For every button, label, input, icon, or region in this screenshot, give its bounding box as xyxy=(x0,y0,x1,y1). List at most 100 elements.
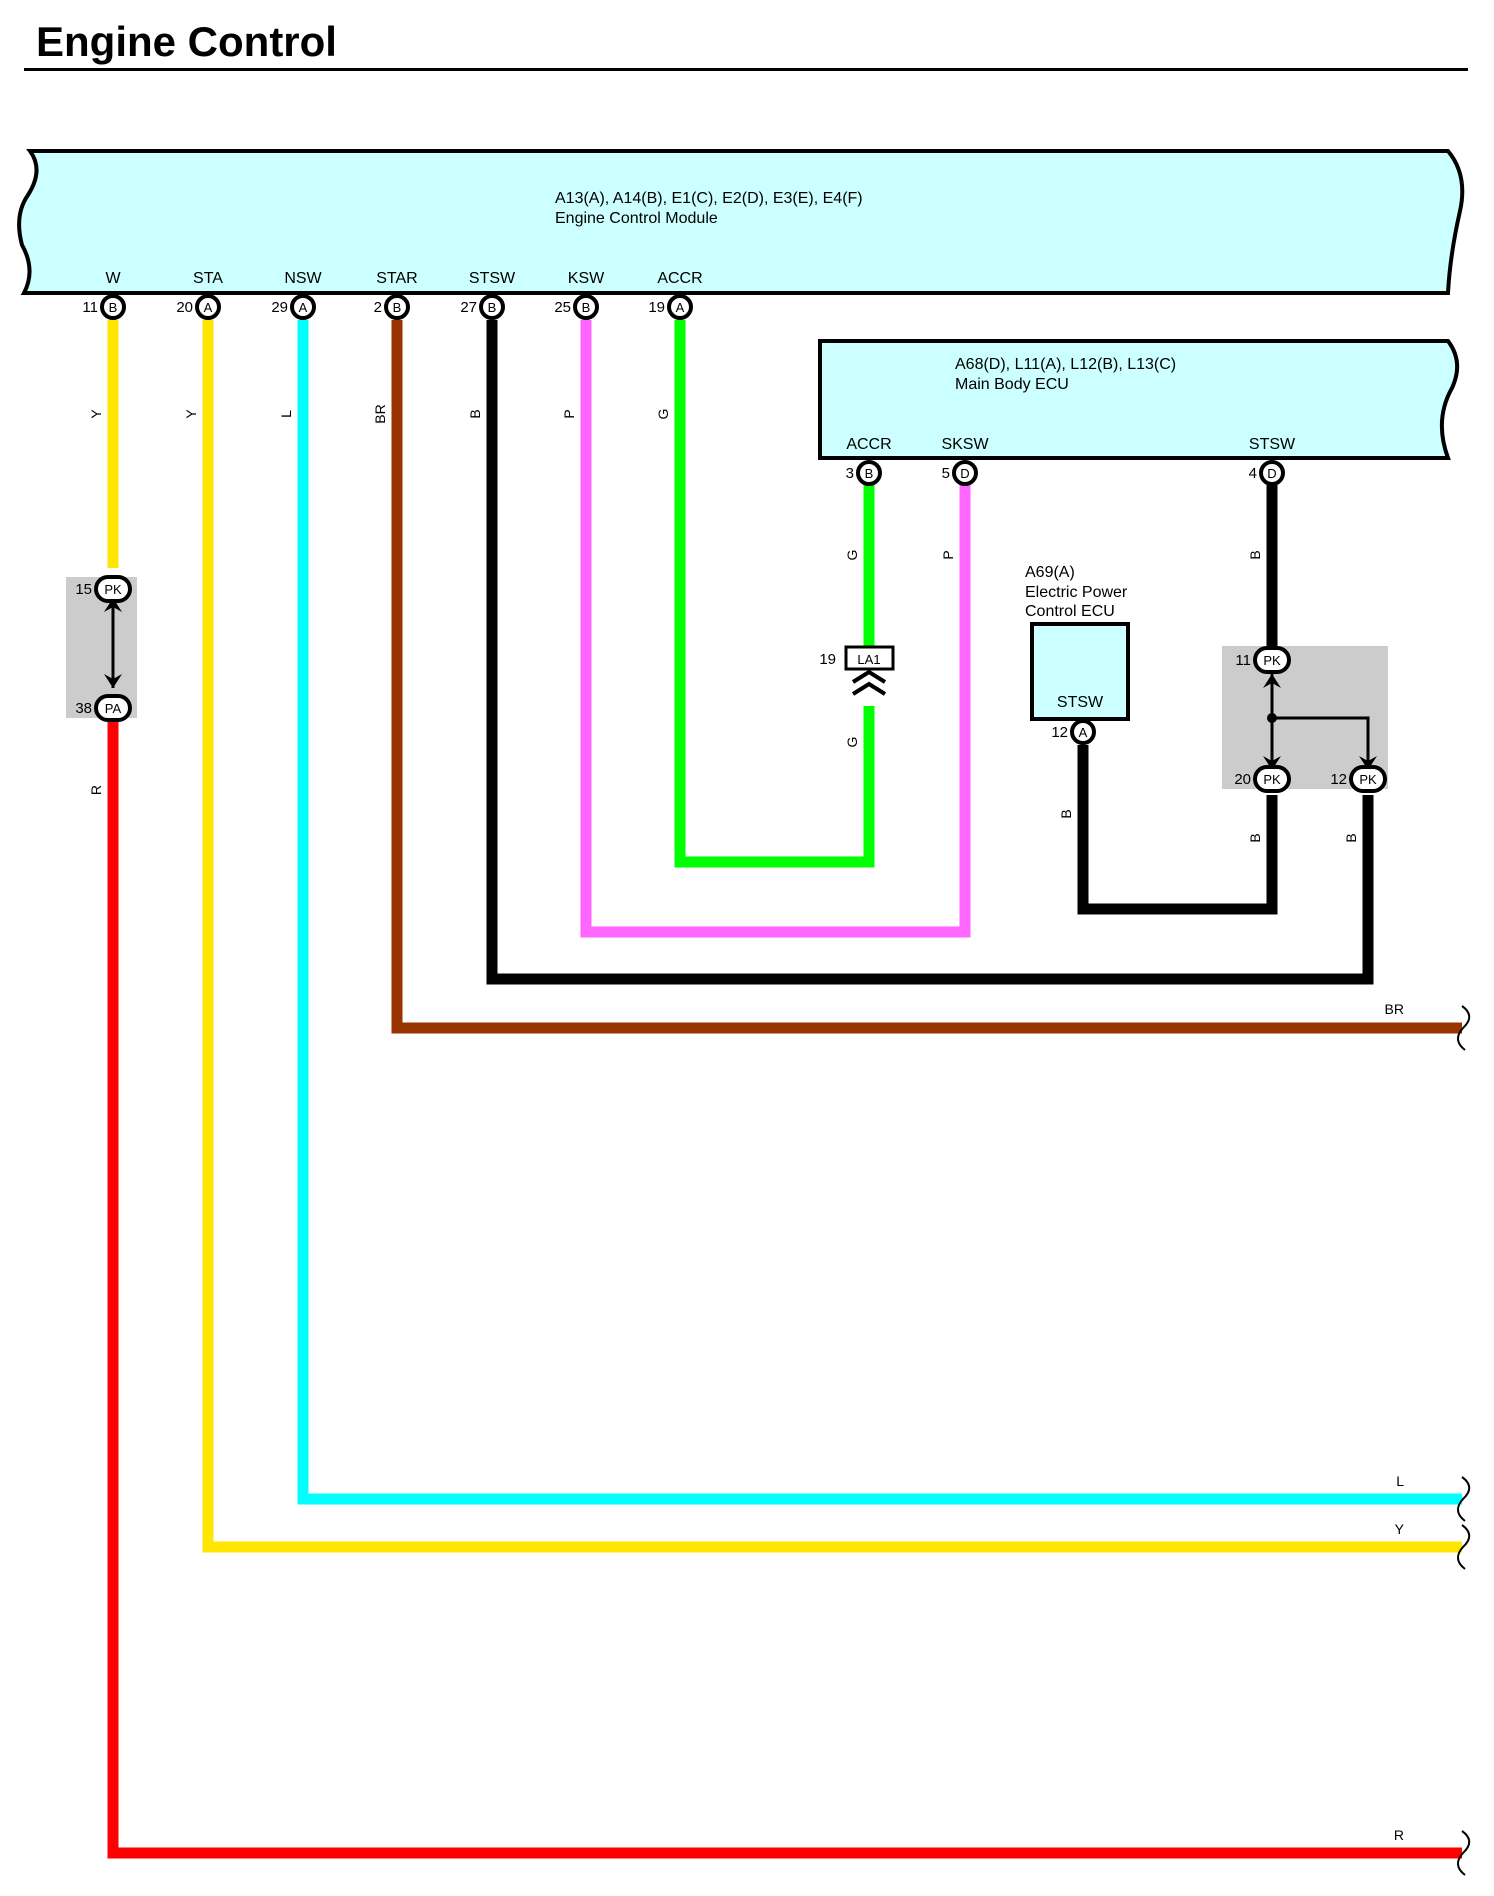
pin-number: 29 xyxy=(271,299,288,316)
pin-number: 20 xyxy=(176,299,193,316)
eps-ecu-name-line1: Electric Power xyxy=(1025,584,1128,601)
pin-label: STA xyxy=(193,270,223,287)
wire-code-label: B xyxy=(1247,833,1263,842)
arrow-down-icon xyxy=(1359,756,1377,770)
wire-code-label: Y xyxy=(183,409,199,419)
la1-name: LA1 xyxy=(857,652,880,667)
main-body-ecu: A68(D), L11(A), L12(B), L13(C) Main Body… xyxy=(818,339,1460,460)
chevron-up-icon xyxy=(851,681,887,696)
junction-right-top: PK 11 xyxy=(1235,646,1291,674)
break-mark-y xyxy=(1457,1524,1471,1570)
wire-code-label: G xyxy=(844,550,860,561)
pin-number: 20 xyxy=(1234,771,1251,788)
main-body-ecu-name: Main Body ECU xyxy=(955,376,1069,393)
pin-number: 38 xyxy=(75,700,92,717)
connector-badge xyxy=(573,294,599,320)
connector-badge xyxy=(1259,460,1285,486)
pin-number: 11 xyxy=(1235,652,1251,669)
wire-star-brown xyxy=(391,320,1462,1034)
wire-code-label: L xyxy=(278,410,294,418)
pin-label: ACCR xyxy=(846,436,891,453)
ecm-pin-nsw: A 29 NSW xyxy=(271,270,323,320)
arrow-up-icon xyxy=(1263,674,1281,688)
wire-code-label: P xyxy=(940,550,956,559)
wire-code-label: B xyxy=(1247,550,1263,559)
pin-number: 5 xyxy=(942,465,950,482)
connector-code: PA xyxy=(105,701,122,716)
eps-ecu-pin-stsw: A 12 xyxy=(1051,719,1096,745)
arrow-up-icon xyxy=(104,598,122,612)
break-mark-r xyxy=(1457,1830,1471,1876)
pin-label: W xyxy=(105,270,121,287)
ecm-codes: A13(A), A14(B), E1(C), E2(D), E3(E), E4(… xyxy=(555,190,863,207)
pin-label: STAR xyxy=(376,270,417,287)
connector-badge xyxy=(667,294,693,320)
wire-nsw-cyan xyxy=(297,320,1462,1505)
break-mark-br xyxy=(1457,1005,1471,1051)
wire-stsw-black xyxy=(486,320,1374,985)
wires xyxy=(107,320,1462,1859)
wire-code-label: BR xyxy=(1385,1001,1404,1017)
connector-code: PK xyxy=(1263,772,1281,787)
wire-r-red xyxy=(107,722,1462,1859)
junction-right-left: PK 20 xyxy=(1234,765,1291,793)
wire-code-label: P xyxy=(561,409,577,418)
title-rule xyxy=(24,68,1468,71)
wire-code-label: G xyxy=(844,737,860,748)
connector-code: PK xyxy=(1359,772,1377,787)
connector-pins: B11WA20STAA29NSWB2STARB27STSWB25KSWA19AC… xyxy=(75,270,1387,793)
inline-connector-la1: LA1 19 xyxy=(819,645,895,696)
wire-code-label: R xyxy=(88,785,104,795)
connector-badge xyxy=(1349,765,1387,793)
connector-code: PK xyxy=(1263,653,1281,668)
wire-code-label: Y xyxy=(88,409,104,419)
wire-code-label: B xyxy=(1343,833,1359,842)
electric-power-control-ecu: A69(A) Electric Power Control ECU STSW xyxy=(1025,564,1130,721)
pin-number: 12 xyxy=(1051,724,1068,741)
eps-ecu-name-line2: Control ECU xyxy=(1025,603,1115,620)
eps-ecu-box xyxy=(1030,622,1130,721)
wire-sta-yellow xyxy=(202,320,1462,1553)
ecm-name: Engine Control Module xyxy=(555,210,718,227)
pin-number: 12 xyxy=(1330,771,1347,788)
wire-code-label: G xyxy=(655,409,671,420)
connector-badge xyxy=(952,460,978,486)
wire-break-marks xyxy=(1457,1005,1471,1876)
eps-ecu-code: A69(A) xyxy=(1025,564,1075,581)
junction-right-link xyxy=(1263,668,1377,770)
pin-number: 25 xyxy=(554,299,571,316)
wire-code-label: L xyxy=(1396,1473,1404,1489)
pin-number: 4 xyxy=(1249,465,1257,482)
connector-code: B xyxy=(393,300,402,315)
junction-right-right: PK 12 xyxy=(1330,765,1387,793)
connector-badge xyxy=(856,460,882,486)
connector-code: A xyxy=(1079,725,1088,740)
chevron-up-icon xyxy=(851,669,887,684)
break-mark-l xyxy=(1457,1476,1471,1522)
wire-eps-black xyxy=(1077,745,1278,915)
pin-number: 15 xyxy=(75,581,92,598)
connector-badge xyxy=(100,294,126,320)
wire-code-label: B xyxy=(467,409,483,418)
connector-code: A xyxy=(299,300,308,315)
pin-number: 27 xyxy=(460,299,477,316)
wire-accr-green xyxy=(674,320,875,868)
connector-badge xyxy=(384,294,410,320)
connector-badge xyxy=(1253,646,1291,674)
pin-label: KSW xyxy=(568,270,605,287)
wire-code-label: R xyxy=(1394,1827,1404,1843)
wire-ksw-pink xyxy=(580,320,971,938)
la1-box xyxy=(844,645,895,671)
wire-code-label: B xyxy=(1058,809,1074,818)
pin-label: NSW xyxy=(284,270,322,287)
